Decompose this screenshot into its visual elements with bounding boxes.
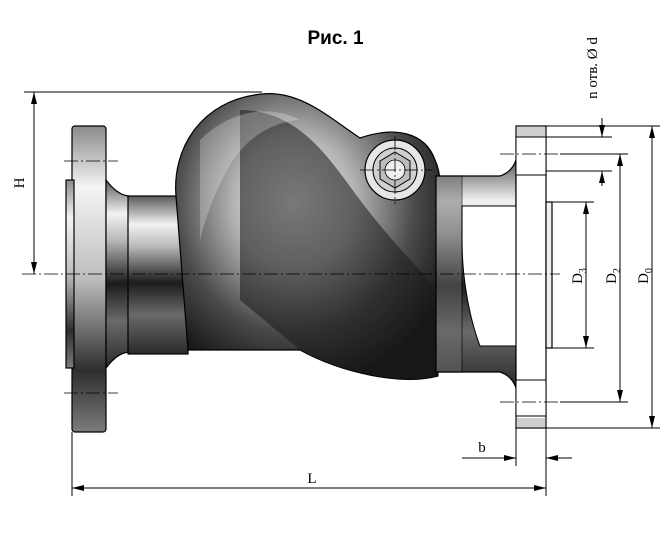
dim-d0-label: D — [636, 273, 652, 284]
dim-length: L — [71, 428, 547, 496]
dim-flange-thickness-label: b — [478, 440, 486, 456]
dim-d2: D2 — [560, 153, 628, 403]
dim-flange-thickness: b — [462, 428, 572, 466]
figure-title: Рис. 1 — [307, 28, 364, 49]
svg-text:D0: D0 — [636, 268, 655, 284]
dim-d2-sub: 2 — [612, 268, 623, 273]
dim-d2-label: D — [604, 273, 620, 284]
svg-text:D3: D3 — [570, 268, 589, 284]
svg-text:D2: D2 — [604, 268, 623, 284]
dim-height-label: H — [12, 177, 28, 188]
dim-height: H — [12, 91, 262, 274]
dim-holes-label: n отв. Ø d — [585, 37, 601, 99]
left-flange — [65, 125, 131, 433]
valve-body — [175, 93, 441, 380]
drain-plug — [360, 136, 432, 204]
dim-d3-label: D — [570, 273, 586, 284]
dim-d3: D3 — [552, 201, 594, 349]
dim-length-label: L — [307, 471, 316, 487]
right-flange — [435, 125, 553, 429]
dim-d3-sub: 3 — [578, 268, 589, 273]
dim-d0-sub: 0 — [644, 268, 655, 273]
dim-holes: n отв. Ø d — [546, 37, 612, 186]
